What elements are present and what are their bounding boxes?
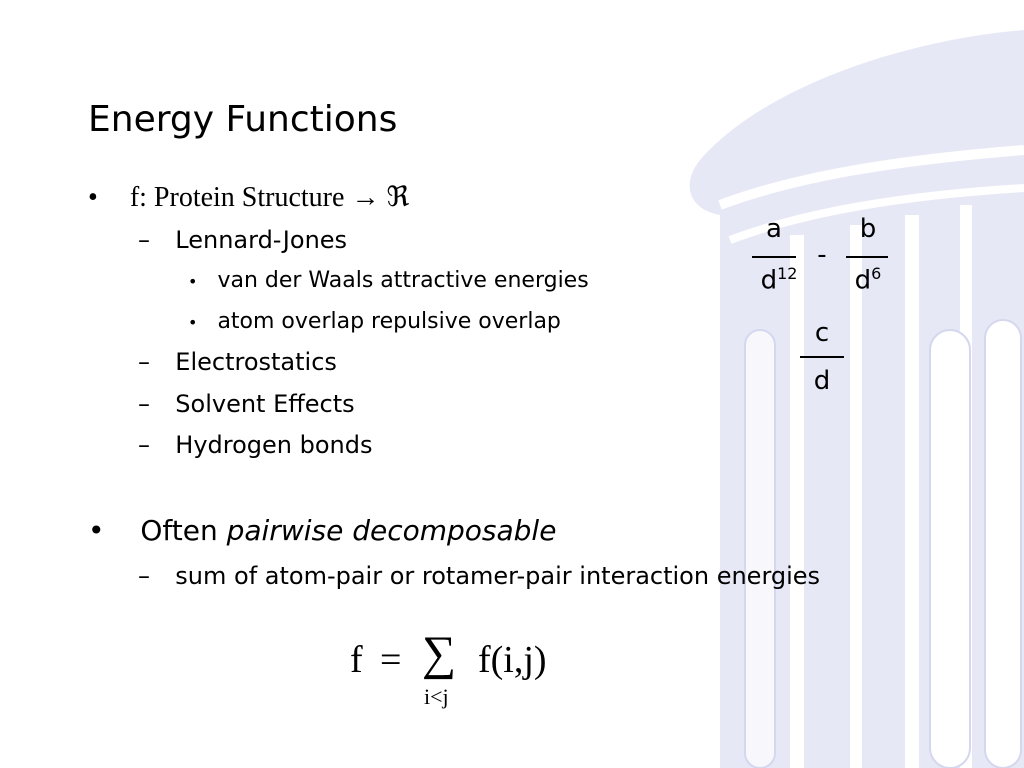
lj-denominator-1: d12 [752, 264, 806, 296]
dash-glyph: – [138, 431, 150, 459]
sub-item-label: sum of atom-pair or rotamer-pair interac… [175, 562, 821, 590]
coulomb-numerator: c [814, 318, 830, 348]
sum-rhs: f(i,j) [478, 639, 547, 681]
sum-equals: = [380, 639, 402, 681]
bullet-dot: • [88, 514, 105, 547]
sub-item-hydrogen-bonds: – Hydrogen bonds [138, 431, 373, 459]
sub-item-electrostatics: – Electrostatics [138, 348, 337, 376]
sum-lhs: f [350, 639, 363, 681]
sub-item-label: Electrostatics [175, 348, 337, 376]
lj-exponent-12: 12 [777, 264, 798, 283]
sub-item-label: Solvent Effects [175, 390, 355, 418]
bullet-dot: • [188, 272, 198, 291]
sub-item-sum-pairs: – sum of atom-pair or rotamer-pair inter… [138, 562, 820, 590]
lj-exponent-6: 6 [871, 264, 882, 283]
lj-minus: - [817, 240, 827, 270]
dash-glyph: – [138, 562, 150, 590]
arrow-icon: → [351, 182, 380, 213]
real-numbers-symbol: ℜ [379, 182, 410, 213]
sub-item-solvent-effects: – Solvent Effects [138, 390, 355, 418]
sub-item-label: Hydrogen bonds [175, 431, 373, 459]
sub-item-label: Lennard-Jones [175, 226, 348, 254]
coulomb-denominator: d [813, 366, 831, 396]
lj-denominator-d: d [760, 265, 778, 296]
bullet-text-pre: f: Protein Structure [129, 182, 352, 213]
bullet-protein-structure: • f: Protein Structure → ℜ [88, 180, 409, 214]
lj-fraction-bar-2 [846, 256, 888, 258]
bullet-text-pre: Often [140, 514, 227, 547]
sub-sub-item-vdw: • van der Waals attractive energies [188, 268, 589, 293]
lj-numerator-a: a [766, 214, 782, 244]
bullet-dot: • [88, 182, 98, 213]
lj-fraction-bar-1 [752, 256, 796, 258]
lj-denominator-2: d6 [846, 264, 890, 296]
lj-denominator-d: d [854, 265, 872, 296]
dash-glyph: – [138, 348, 150, 376]
sub-sub-item-label: van der Waals attractive energies [217, 268, 589, 293]
sum-index: i<j [424, 684, 449, 709]
sub-item-lennard-jones: – Lennard-Jones [138, 226, 347, 254]
sigma-icon: ∑ [422, 627, 457, 680]
bullet-dot: • [188, 313, 198, 332]
coulomb-fraction-bar [800, 356, 844, 358]
sub-sub-item-overlap: • atom overlap repulsive overlap [188, 309, 561, 334]
dash-glyph: – [138, 390, 150, 418]
slide-title: Energy Functions [88, 99, 398, 140]
bullet-pairwise: • Often pairwise decomposable [88, 514, 556, 547]
sub-sub-item-label: atom overlap repulsive overlap [217, 309, 561, 334]
bullet-text-emphasis: pairwise decomposable [226, 514, 557, 547]
lj-numerator-b: b [859, 214, 877, 244]
dash-glyph: – [138, 226, 150, 254]
